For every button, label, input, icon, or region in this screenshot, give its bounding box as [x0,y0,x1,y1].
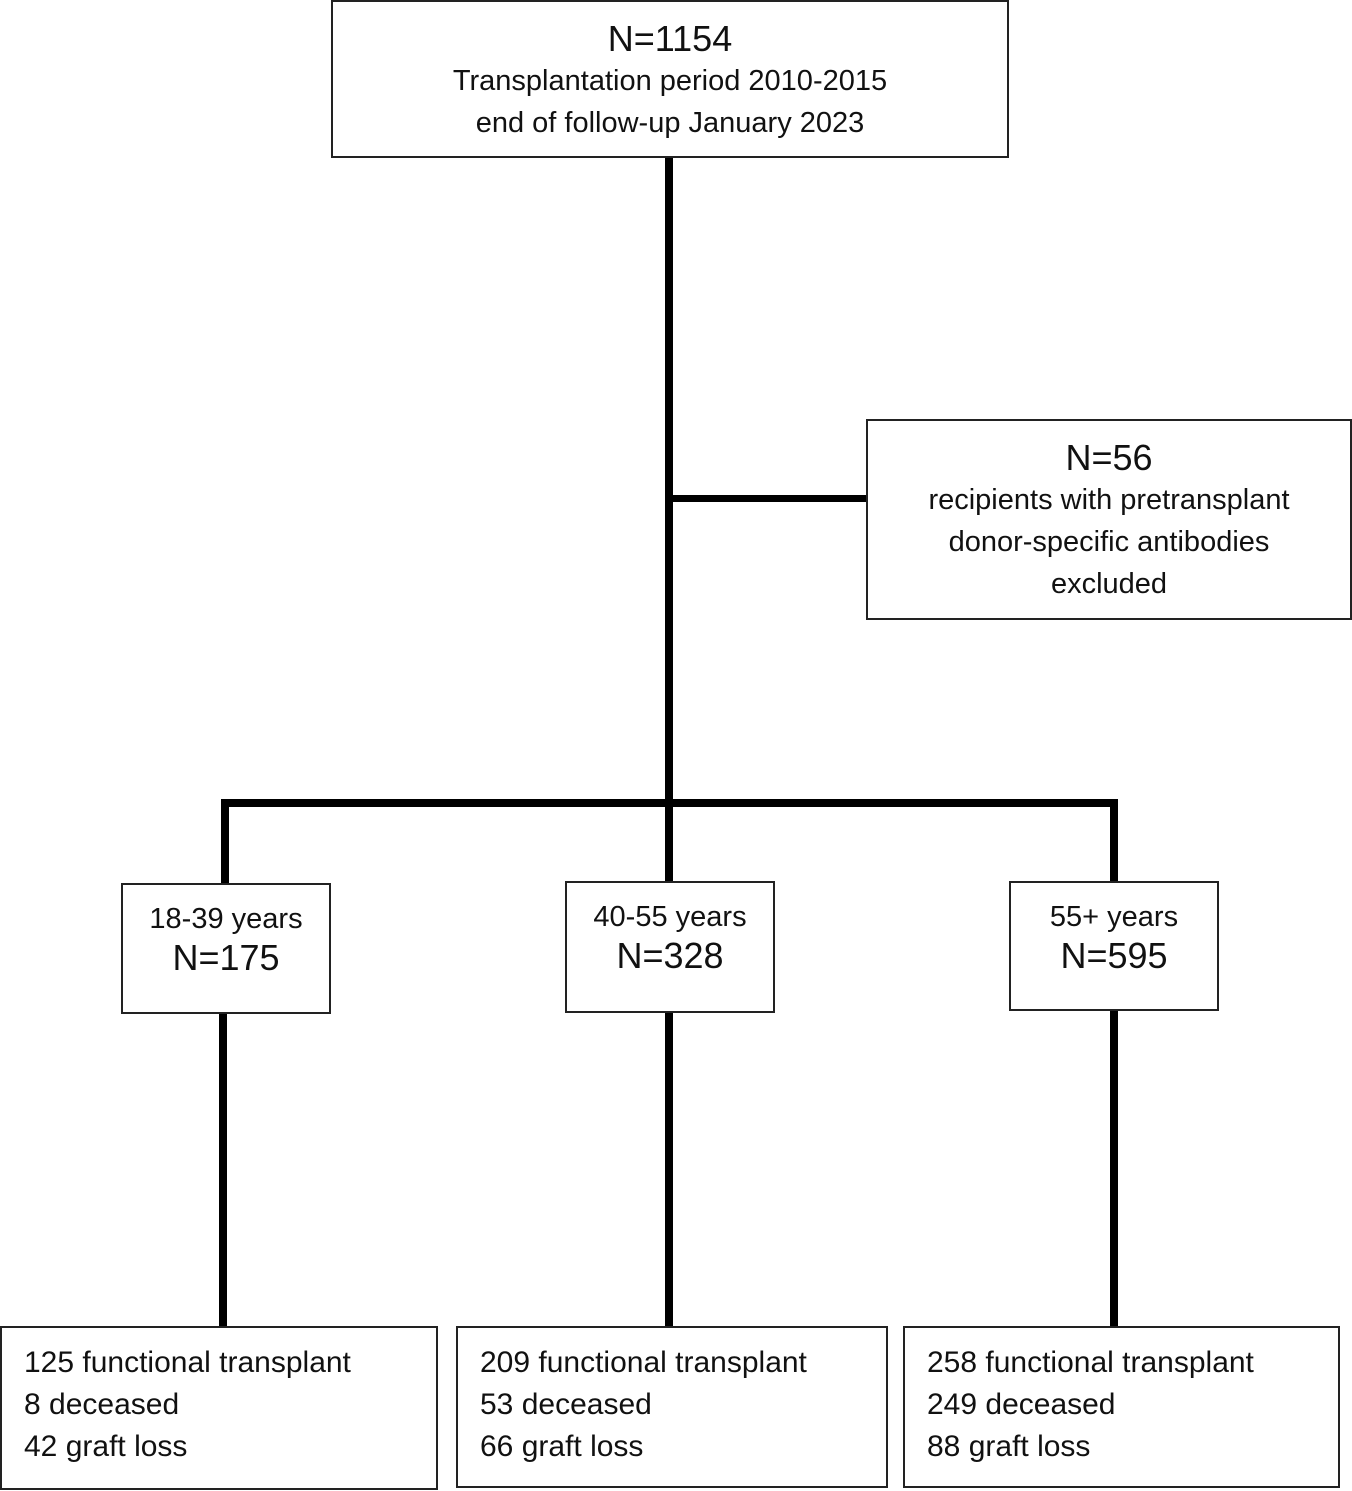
cohort-box: N=1154 Transplantation period 2010-2015 … [331,0,1009,158]
exclusion-line-1: recipients with pretransplant [928,484,1290,516]
horizontal-split-line [222,799,1118,807]
outcome-graft-loss: 42 graft loss [24,1430,188,1463]
trunk-line [665,158,673,882]
age-group-label: 40-55 years [593,901,747,933]
outcome-box-40-55: 209 functional transplant 53 deceased 66… [456,1326,888,1488]
age-group-label: 55+ years [1049,901,1179,933]
age-group-count: N=595 [1060,935,1168,976]
outcome-graft-loss: 88 graft loss [927,1430,1091,1463]
group1-drop-line [221,799,229,884]
exclusion-line-2: donor-specific antibodies [948,526,1270,558]
outcome-functional: 258 functional transplant [927,1346,1254,1379]
outcome-functional: 125 functional transplant [24,1346,351,1379]
age-group-box-40-55: 40-55 years N=328 [565,881,775,1013]
group3-outcome-line [1110,1011,1118,1326]
outcome-box-55-plus: 258 functional transplant 249 deceased 8… [903,1326,1340,1488]
cohort-count: N=1154 [607,18,733,59]
cohort-followup: end of follow-up January 2023 [475,107,865,139]
outcome-graft-loss: 66 graft loss [480,1430,644,1463]
outcome-box-18-39: 125 functional transplant 8 deceased 42 … [0,1326,438,1490]
age-group-label: 18-39 years [149,903,303,935]
group1-outcome-line [219,1014,227,1326]
age-group-count: N=175 [172,937,280,978]
outcome-functional: 209 functional transplant [480,1346,807,1379]
outcome-deceased: 249 deceased [927,1388,1116,1421]
group2-outcome-line [665,1013,673,1326]
outcome-deceased: 8 deceased [24,1388,180,1421]
age-group-count: N=328 [616,935,724,976]
exclusion-branch-line [669,495,866,502]
age-group-box-18-39: 18-39 years N=175 [121,883,331,1014]
exclusion-line-3: excluded [1050,568,1168,600]
cohort-period: Transplantation period 2010-2015 [452,65,888,97]
age-group-box-55-plus: 55+ years N=595 [1009,881,1219,1011]
exclusion-count: N=56 [1065,437,1153,478]
outcome-deceased: 53 deceased [480,1388,652,1421]
exclusion-box: N=56 recipients with pretransplant donor… [866,419,1352,620]
group3-drop-line [1110,799,1118,882]
